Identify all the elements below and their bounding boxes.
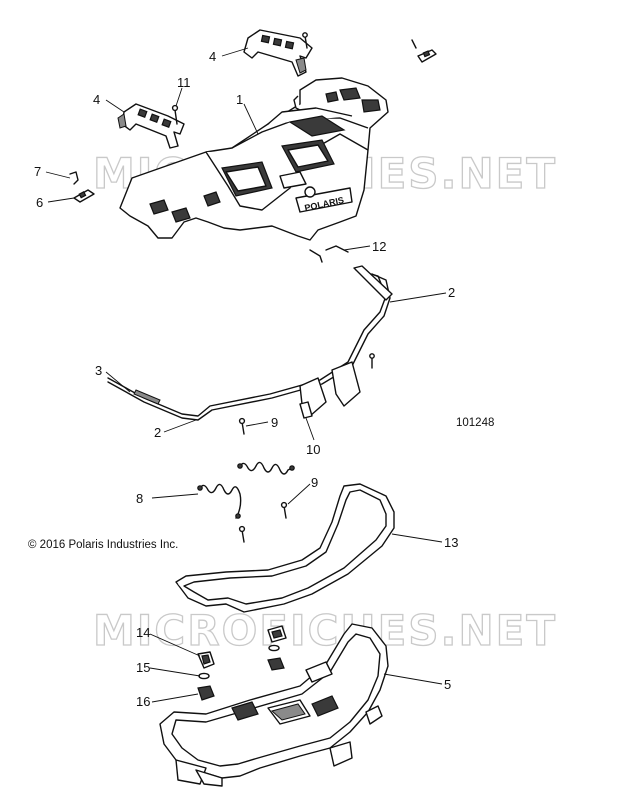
- callout-14: 14: [136, 625, 150, 640]
- part-4-left-bracket: [117, 103, 185, 149]
- part-6-grommet: [73, 189, 95, 203]
- part-9-screw-lower: [238, 501, 288, 543]
- callout-13: 13: [444, 535, 458, 550]
- leader-lines: [45, 47, 447, 703]
- callout-12: 12: [372, 239, 386, 254]
- callout-4-left: 4: [93, 92, 100, 107]
- callout-4-top: 4: [209, 49, 216, 64]
- callout-9-upper: 9: [271, 415, 278, 430]
- part-clip-top-right: [411, 39, 437, 63]
- part-11-screw-top: [302, 32, 308, 49]
- copyright-notice: © 2016 Polaris Industries Inc.: [28, 539, 178, 551]
- callout-16: 16: [136, 694, 150, 709]
- callout-15: 15: [136, 660, 150, 675]
- part-8-springs: [197, 461, 295, 519]
- part-13-seal: [175, 483, 395, 613]
- part-9-screw-upper: [238, 417, 246, 435]
- callout-11: 11: [177, 75, 191, 90]
- callout-9-lower: 9: [311, 475, 318, 490]
- callout-6: 6: [36, 195, 43, 210]
- part-10-clip: [299, 401, 313, 419]
- part-7-pin: [69, 171, 79, 185]
- part-4-top-bracket: [243, 29, 313, 77]
- part-11-screw: [171, 104, 179, 125]
- part-14-fastener: [197, 625, 287, 669]
- callout-5: 5: [444, 677, 451, 692]
- callout-7: 7: [34, 164, 41, 179]
- reference-number: 101248: [456, 417, 494, 429]
- part-1-rear-rack: [119, 77, 389, 241]
- part-12-pins: [309, 245, 349, 263]
- callout-2-lower: 2: [154, 425, 161, 440]
- watermark-bottom: MICROFICHES.NET: [93, 606, 557, 655]
- part-15-washer: [198, 644, 280, 680]
- part-16-nut: [197, 657, 285, 701]
- callout-10: 10: [306, 442, 320, 457]
- part-5-storage-tub: [159, 623, 389, 787]
- part-2-tube-assembly: [107, 265, 393, 421]
- callout-8: 8: [136, 491, 143, 506]
- callout-1: 1: [236, 92, 243, 107]
- callout-2-upper: 2: [448, 285, 455, 300]
- callout-3: 3: [95, 363, 102, 378]
